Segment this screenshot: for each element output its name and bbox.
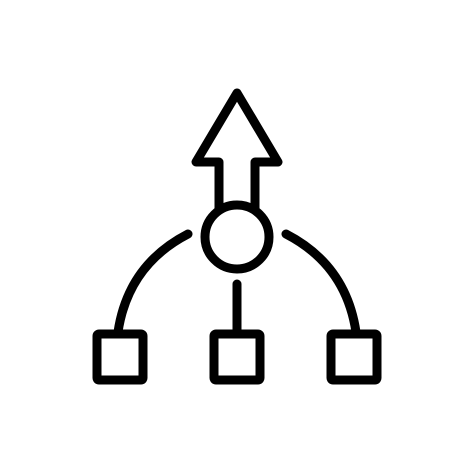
left-branch-line bbox=[113, 229, 193, 337]
middle-node-square-icon bbox=[209, 329, 265, 385]
right-node-square-icon bbox=[326, 329, 382, 385]
left-node-square-icon bbox=[92, 329, 148, 385]
hub-circle-icon bbox=[200, 200, 274, 274]
up-arrow-outline bbox=[191, 88, 283, 213]
right-branch-line bbox=[281, 229, 361, 337]
